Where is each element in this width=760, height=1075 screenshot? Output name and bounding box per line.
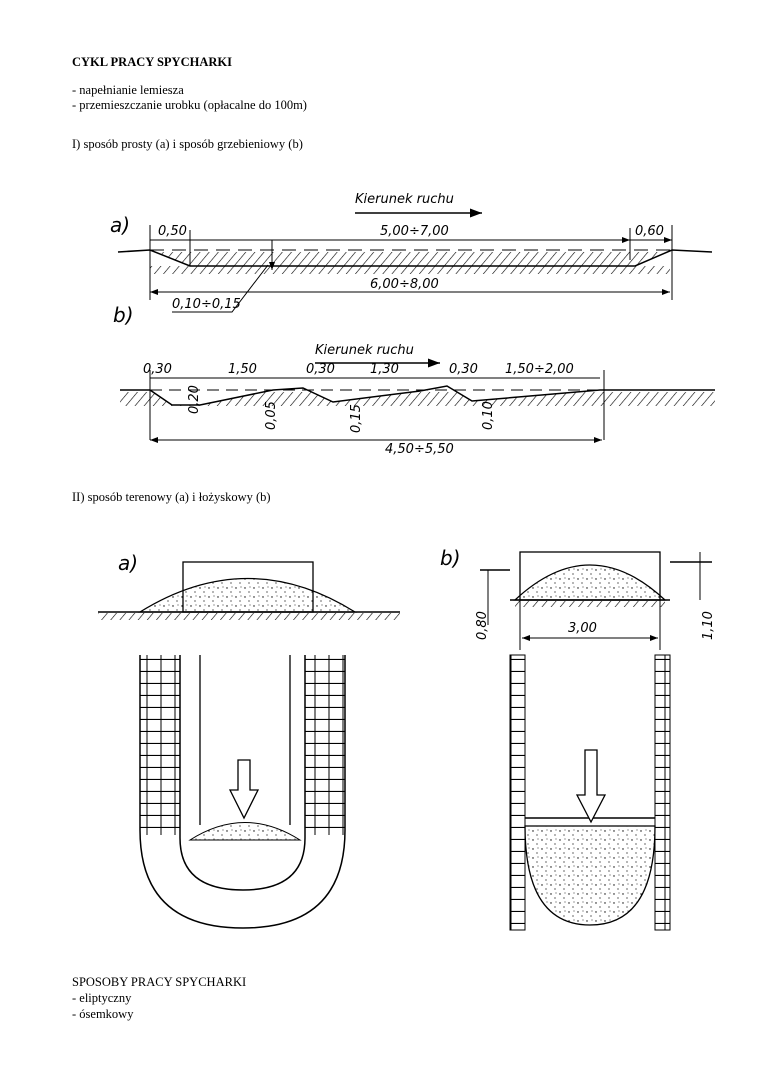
dimension-label: 0,20	[187, 385, 202, 414]
dimension-label: 0,30	[449, 362, 478, 377]
dimension-label: 1,30	[370, 362, 399, 377]
dimension-label: 0,30	[143, 362, 172, 377]
section-heading-1: I) sposób prosty (a) i sposób grzebienio…	[72, 137, 303, 151]
figure-1b: Kierunek ruchu 0,30 1,50 0,30 1,30 0,30 …	[120, 343, 715, 457]
section-heading-2: II) sposób terenowy (a) i łożyskowy (b)	[72, 490, 271, 504]
method-item: - ósemkowy	[72, 1007, 134, 1021]
dimension-label: 6,00÷8,00	[370, 277, 439, 292]
label-b: b)	[113, 303, 134, 327]
dimension-label: 5,00÷7,00	[380, 224, 449, 239]
page-title: CYKL PRACY SPYCHARKI	[72, 55, 232, 69]
figure-1a: Kierunek ruchu a) 0,50 5,00÷7,00 0,60 6,…	[110, 192, 713, 327]
dimension-label: 0,10	[481, 401, 496, 430]
dimension-label: 4,50÷5,50	[385, 442, 454, 457]
cycle-item: - napełnianie lemiesza	[72, 83, 184, 97]
arrow-down-icon	[575, 749, 607, 824]
dimension-label: 0,30	[306, 362, 335, 377]
label-a: a)	[110, 213, 130, 237]
dimension-label: 0,50	[158, 224, 187, 239]
label-a: a)	[118, 551, 138, 575]
figure-2b: b) 0,80 1,10 3,00	[440, 546, 716, 931]
figure-2a: a)	[98, 551, 400, 929]
dimension-label: 3,00	[568, 621, 597, 636]
dimension-label: 0,10÷0,15	[172, 297, 241, 312]
dimension-label: 1,50÷2,00	[505, 362, 574, 377]
label-b: b)	[440, 546, 461, 570]
dimension-label: 0,05	[264, 401, 279, 430]
dimension-label: 1,50	[228, 362, 257, 377]
cycle-item: - przemieszczanie urobku (opłacalne do 1…	[72, 98, 307, 112]
dimension-label: 0,15	[349, 404, 364, 433]
methods-title: SPOSOBY PRACY SPYCHARKI	[72, 975, 247, 989]
dimension-label: 0,80	[475, 611, 490, 640]
dimension-label: 1,10	[701, 611, 716, 640]
method-item: - eliptyczny	[72, 991, 132, 1005]
dimension-label: 0,60	[635, 224, 664, 239]
direction-label: Kierunek ruchu	[315, 343, 414, 358]
arrow-down-icon	[228, 759, 260, 820]
direction-label: Kierunek ruchu	[355, 192, 454, 207]
